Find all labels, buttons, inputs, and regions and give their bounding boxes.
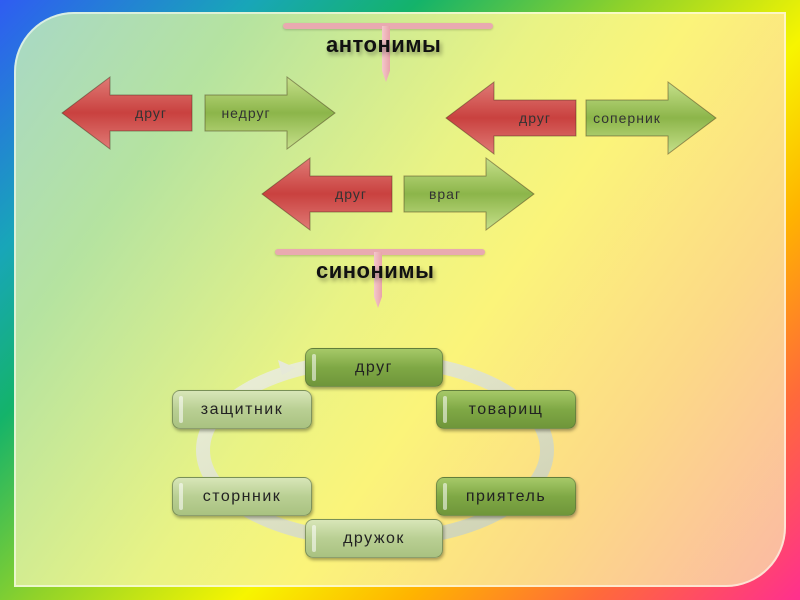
cycle-node-label: друг [355, 358, 393, 376]
antonym-2-left-arrow-shape [445, 81, 577, 155]
antonym-3-right-arrow-shape [403, 157, 535, 231]
cycle-node: дружок [305, 519, 443, 558]
cycle-node-label: товарищ [468, 400, 544, 418]
cycle-arrowhead-icon [278, 360, 296, 375]
cycle-node: сторнник [172, 477, 312, 516]
cycle-node-label: сторнник [202, 487, 282, 505]
cycle-node-label: дружок [343, 529, 405, 547]
cycle-node: приятель [436, 477, 576, 516]
cycle-node: друг [305, 348, 443, 387]
antonym-2-right-arrow-shape [585, 81, 717, 155]
antonym-2-left-arrow-icon [445, 81, 577, 155]
antonym-1-right-arrow-icon [204, 76, 336, 150]
antonym-3-left-arrow-shape [261, 157, 393, 231]
antonym-3-left-arrow-icon [261, 157, 393, 231]
cycle-node-label: защитник [200, 400, 284, 418]
antonym-1-left-arrow-icon [61, 76, 193, 150]
antonym-2-right-arrow-icon [585, 81, 717, 155]
cycle-node-label: приятель [465, 487, 547, 505]
antonyms-pin-stem [382, 26, 390, 82]
antonyms-heading: антонимы [326, 32, 442, 57]
antonym-3-right-arrow-icon [403, 157, 535, 231]
antonym-1-right-arrow-shape [204, 76, 336, 150]
antonym-1-left-arrow-shape [61, 76, 193, 150]
synonyms-heading: синонимы [316, 258, 435, 283]
cycle-node: товарищ [436, 390, 576, 429]
synonyms-pin-stem [374, 252, 382, 308]
cycle-node: защитник [172, 390, 312, 429]
